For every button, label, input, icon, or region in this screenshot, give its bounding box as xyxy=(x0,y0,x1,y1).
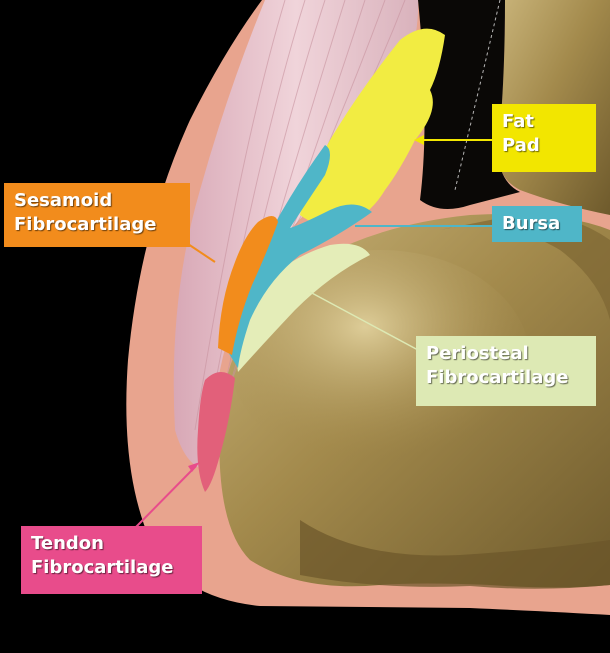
sesamoid-label-line-2: Fibrocartilage xyxy=(14,214,157,235)
sesamoid-fibrocartilage-label: Sesamoid Fibrocartilage xyxy=(4,183,190,247)
tendon-arrowhead xyxy=(188,462,200,472)
periosteal-label-line-1: Periosteal xyxy=(426,343,529,364)
tendon-label-line-2: Fibrocartilage xyxy=(31,557,174,578)
fat-pad-label-line-2: Pad xyxy=(502,135,540,156)
fat-pad xyxy=(300,28,445,227)
bursa-tissue xyxy=(228,145,372,368)
tendon-leader xyxy=(134,465,197,529)
bone-highlight xyxy=(230,250,530,470)
periosteal-leader xyxy=(309,291,419,351)
sesamoid-fibrocartilage-tissue xyxy=(218,216,278,355)
sesamoid-leader xyxy=(187,243,216,263)
bursa-label-line-1: Bursa xyxy=(502,213,561,234)
tendon-fibrocartilage-tissue xyxy=(197,371,235,492)
tendon-label-line-1: Tendon xyxy=(31,533,104,554)
periosteal-label-line-2: Fibrocartilage xyxy=(426,367,569,388)
bursa-label: Bursa xyxy=(492,206,582,242)
dashed-guide xyxy=(454,0,501,191)
tendon-fibrocartilage-label: Tendon Fibrocartilage xyxy=(21,526,202,594)
sesamoid-label-line-1: Sesamoid xyxy=(14,190,113,211)
fat-pad-label: Fat Pad xyxy=(492,104,596,172)
fat-pad-label-line-1: Fat xyxy=(502,111,534,132)
fat-pad-arrowhead xyxy=(414,135,424,145)
bone-shadow xyxy=(300,520,610,589)
periosteal-fibrocartilage-label: Periosteal Fibrocartilage xyxy=(416,336,596,406)
periosteal-fibrocartilage-tissue xyxy=(236,243,370,372)
